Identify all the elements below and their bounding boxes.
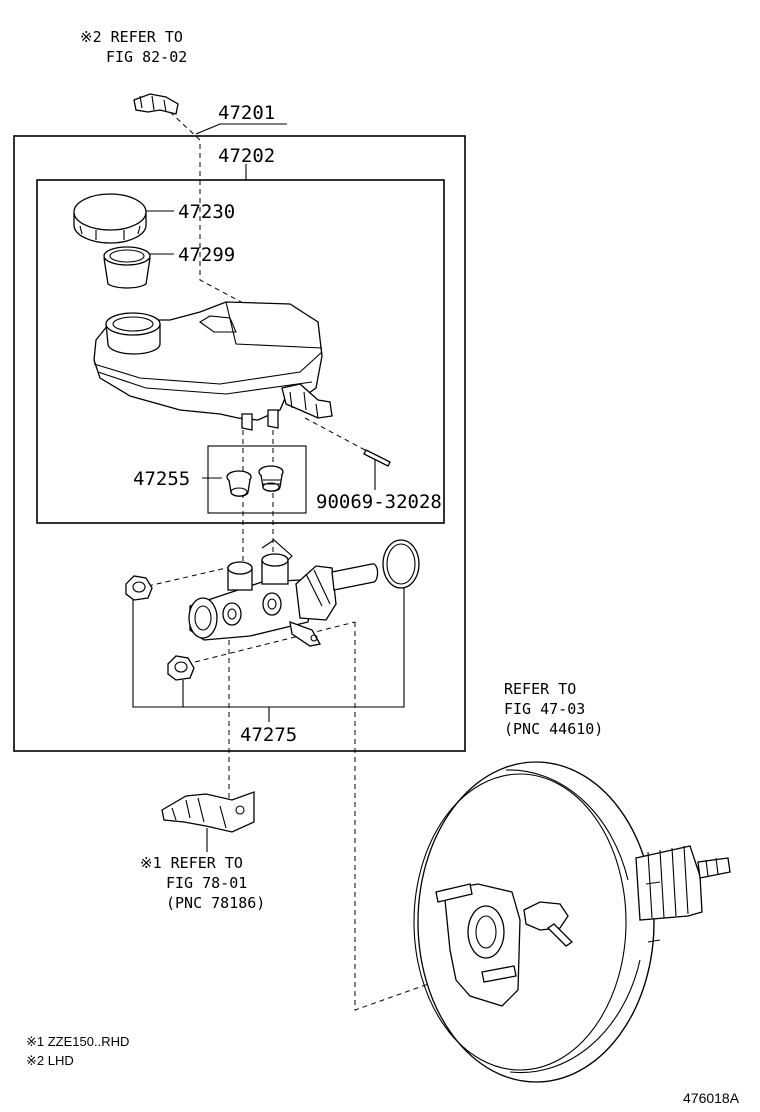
assembly-47201-frame [13, 135, 466, 752]
figure-id: 476018A [683, 1090, 740, 1106]
grommet-icon [226, 465, 284, 497]
footnote-1: ※1 ZZE150..RHD [26, 1034, 129, 1049]
booster-refer-line2: FIG 47-03 [504, 700, 585, 718]
brake-booster-icon [413, 761, 731, 1083]
part-number-47255: 47255 [133, 468, 190, 490]
top-refer-line2: FIG 82-02 [106, 48, 187, 66]
bracket-icon [161, 791, 255, 833]
strainer-icon [103, 246, 151, 289]
part-number-47201: 47201 [218, 102, 275, 124]
part-number-90069-32028: 90069-32028 [316, 491, 442, 513]
booster-refer-line3: (PNC 44610) [504, 720, 603, 738]
footnote-2: ※2 LHD [26, 1053, 74, 1068]
part-number-47275: 47275 [240, 724, 297, 746]
master-cylinder-icon [188, 539, 379, 647]
grommet-47255-frame [207, 445, 307, 514]
reservoir-cap-icon [73, 193, 147, 244]
bracket-refer-line1: ※1 REFER TO [140, 854, 243, 872]
part-number-47202: 47202 [218, 145, 275, 167]
bracket-refer-line3: (PNC 78186) [166, 894, 265, 912]
part-number-47230: 47230 [178, 201, 235, 223]
part-number-47299: 47299 [178, 244, 235, 266]
bracket-refer-line2: FIG 78-01 [166, 874, 247, 892]
top-refer-line1: ※2 REFER TO [80, 28, 183, 46]
pin-icon [363, 449, 391, 467]
booster-refer-line1: REFER TO [504, 680, 576, 698]
nut-icon [167, 655, 195, 681]
reservoir-47202-frame [36, 179, 445, 524]
o-ring-icon [382, 539, 420, 589]
sensor-clip-icon [133, 93, 179, 115]
nut-icon [125, 575, 153, 601]
reservoir-tank-icon [93, 301, 333, 431]
